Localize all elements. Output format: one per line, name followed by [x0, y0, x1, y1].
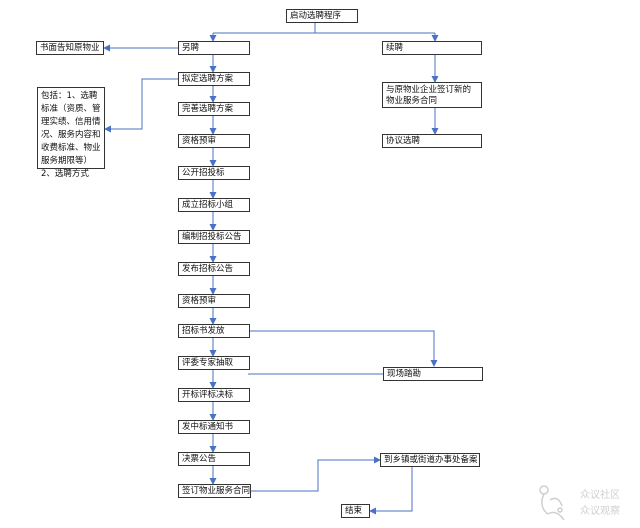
- watermark: 众议社区 众议观察: [530, 480, 638, 524]
- node-negotiate: 协议选聘: [382, 134, 482, 148]
- watermark-line-2: 众议观察: [580, 506, 620, 517]
- node-file-record: 到乡镇或街道办事处备案: [380, 453, 480, 467]
- node-written-notice: 书面告知原物业: [36, 41, 104, 55]
- node-start: 启动选聘程序: [286, 9, 358, 23]
- node-award-notice: 发中标通知书: [178, 420, 250, 434]
- node-new-hire: 另聘: [178, 41, 250, 55]
- watermark-logo-icon: [539, 485, 565, 521]
- node-end: 结束: [341, 504, 370, 518]
- node-sign-contract: 签订物业服务合同: [178, 484, 251, 498]
- node-compile-notice: 编制招投标公告: [178, 230, 250, 244]
- node-site-visit: 现场踏勘: [383, 367, 483, 381]
- arrow-to-plan-note: [104, 78, 178, 133]
- node-refine-plan: 完善选聘方案: [178, 102, 250, 116]
- node-decision-notice: 决票公告: [178, 452, 250, 466]
- arrow-to-end: [369, 466, 413, 515]
- arrow-to-site-visit: [249, 330, 438, 367]
- arrow-to-file-record: [251, 456, 381, 492]
- node-plan-note: 包括：1、选聘标准（资质、管理实绩、信用情况、服务内容和收费标准、物业服务期限等…: [37, 87, 105, 179]
- node-publish-notice: 发布招标公告: [178, 262, 250, 276]
- node-issue-docs: 招标书发放: [178, 324, 250, 338]
- node-form-team: 成立招标小组: [178, 198, 250, 212]
- node-renew-sign: 与原物业企业签订新的物业服务合同: [382, 82, 482, 108]
- node-select-experts: 评委专家抽取: [178, 356, 250, 370]
- node-bid-opening: 开标评标决标: [178, 388, 250, 402]
- node-prequal-2: 资格预审: [178, 294, 250, 308]
- node-public-tender: 公开招投标: [178, 166, 250, 180]
- node-prequal-1: 资格预审: [178, 134, 250, 148]
- node-renew: 续聘: [382, 41, 482, 55]
- connector-start-split: [213, 23, 435, 34]
- watermark-line-1: 众议社区: [580, 490, 620, 501]
- node-draft-plan: 拟定选聘方案: [178, 72, 250, 86]
